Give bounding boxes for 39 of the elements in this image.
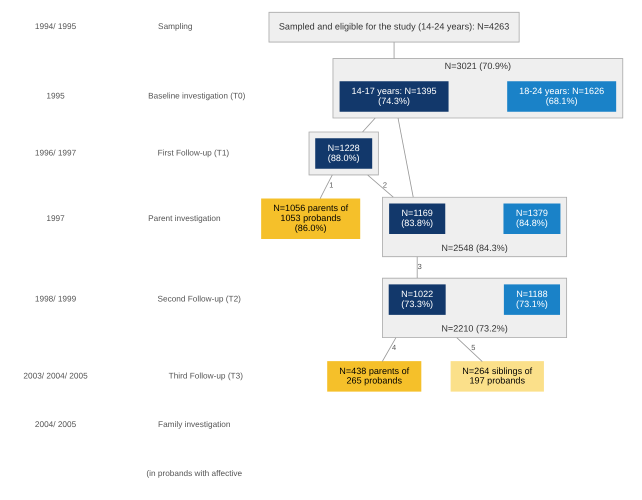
edge-label: 3 <box>418 262 422 271</box>
node-box: N=264 siblings of 197 probands <box>450 360 544 392</box>
label: 1997 <box>46 213 65 222</box>
node-box: N=1379 (84.8%) <box>503 202 560 234</box>
label: Third Follow-up (T3) <box>168 370 243 380</box>
label: Sampling <box>158 22 192 31</box>
label: 2004/ 2005 <box>34 420 76 429</box>
edge-label: 5 <box>471 342 476 352</box>
cluster <box>308 131 379 175</box>
label: (in probands with affective <box>146 468 242 478</box>
node-box: N=1022 (73.3%) <box>388 284 446 314</box>
label: 1994/ 1995 <box>34 22 76 31</box>
label: Baseline investigation (T0) <box>148 91 246 100</box>
connector <box>367 174 394 198</box>
label: 1998/ 1999 <box>34 294 76 304</box>
edge-label: 4 <box>392 342 396 352</box>
connector <box>456 336 483 362</box>
label: First Follow-up (T1) <box>158 148 230 158</box>
node-box: 18-24 years: N=1626 (68.1%) <box>507 80 616 112</box>
node-box: N=1056 parents of 1053 probands (86.0%) <box>261 198 360 238</box>
connector <box>362 117 376 132</box>
node-box: Sampled and eligible for the study (14-24 years): N=4263 <box>268 11 520 42</box>
connector <box>382 336 396 362</box>
connector <box>416 256 418 278</box>
label: 1996/ 1997 <box>34 148 76 158</box>
node-box: N=1169 (83.8%) <box>389 202 446 234</box>
node-box: 14-17 years: N=1395 (74.3%) <box>340 80 449 112</box>
connector <box>398 117 414 198</box>
edge-label: 2 <box>382 180 388 190</box>
connector <box>320 174 333 198</box>
label: 1995 <box>46 91 65 100</box>
label: Second Follow-up (T2) <box>157 294 241 304</box>
edge-label: 1 <box>329 180 334 190</box>
node-box: N=1188 (73.1%) <box>504 284 560 314</box>
label: Parent investigation <box>148 213 221 222</box>
node-box: N=1228 (88.0%) <box>315 138 372 168</box>
label: 2003/ 2004/ 2005 <box>23 370 88 380</box>
node-box: N=438 parents of 265 probands <box>327 360 422 392</box>
label: Family investigation <box>158 420 230 429</box>
